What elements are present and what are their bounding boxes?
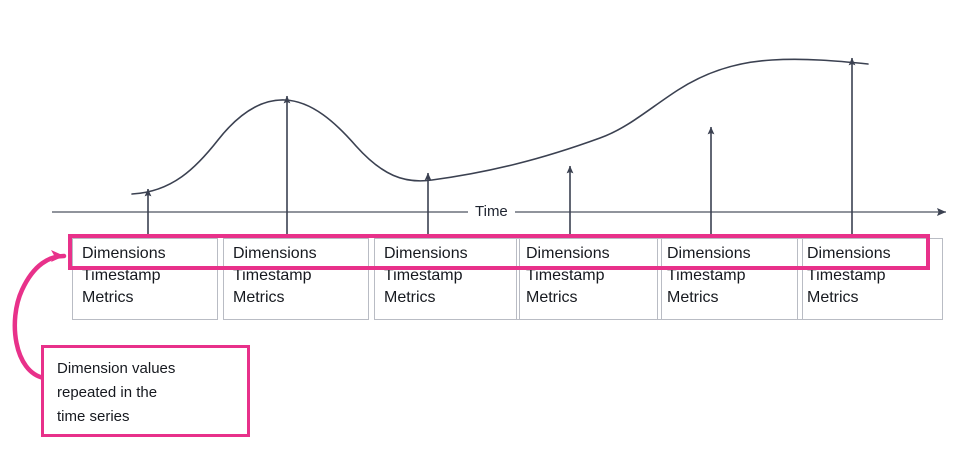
record-dimensions-label: Dimensions bbox=[384, 245, 468, 262]
record-timestamp-label: Timestamp bbox=[82, 267, 161, 284]
record-metrics-label: Metrics bbox=[82, 289, 134, 306]
record-timestamp-label: Timestamp bbox=[384, 267, 463, 284]
record-timestamp-label: Timestamp bbox=[807, 267, 886, 284]
record-box[interactable]: Dimensions Timestamp Metrics bbox=[374, 238, 520, 320]
record-dimensions-label: Dimensions bbox=[82, 245, 166, 262]
callout-note: Dimension values repeated in the time se… bbox=[41, 345, 250, 437]
record-dimensions-label: Dimensions bbox=[233, 245, 317, 262]
record-metrics-label: Metrics bbox=[807, 289, 859, 306]
callout-line: repeated in the bbox=[57, 384, 158, 401]
record-metrics-label: Metrics bbox=[667, 289, 719, 306]
record-metrics-label: Metrics bbox=[384, 289, 436, 306]
record-box[interactable]: Dimensions Timestamp Metrics bbox=[797, 238, 943, 320]
time-axis-label: Time bbox=[468, 204, 515, 220]
record-timestamp-label: Timestamp bbox=[526, 267, 605, 284]
record-dimensions-label: Dimensions bbox=[807, 245, 891, 262]
record-box[interactable]: Dimensions Timestamp Metrics bbox=[657, 238, 803, 320]
callout-line: time series bbox=[57, 408, 130, 425]
record-box[interactable]: Dimensions Timestamp Metrics bbox=[516, 238, 662, 320]
record-timestamp-label: Timestamp bbox=[667, 267, 746, 284]
timeseries-curve bbox=[131, 58, 869, 195]
callout-pointer-arrow bbox=[12, 250, 67, 381]
record-metrics-label: Metrics bbox=[526, 289, 578, 306]
record-box[interactable]: Dimensions Timestamp Metrics bbox=[72, 238, 218, 320]
record-dimensions-label: Dimensions bbox=[667, 245, 751, 262]
record-metrics-label: Metrics bbox=[233, 289, 285, 306]
record-dimensions-label: Dimensions bbox=[526, 245, 610, 262]
record-timestamp-label: Timestamp bbox=[233, 267, 312, 284]
callout-line: Dimension values bbox=[57, 360, 176, 377]
record-box[interactable]: Dimensions Timestamp Metrics bbox=[223, 238, 369, 320]
